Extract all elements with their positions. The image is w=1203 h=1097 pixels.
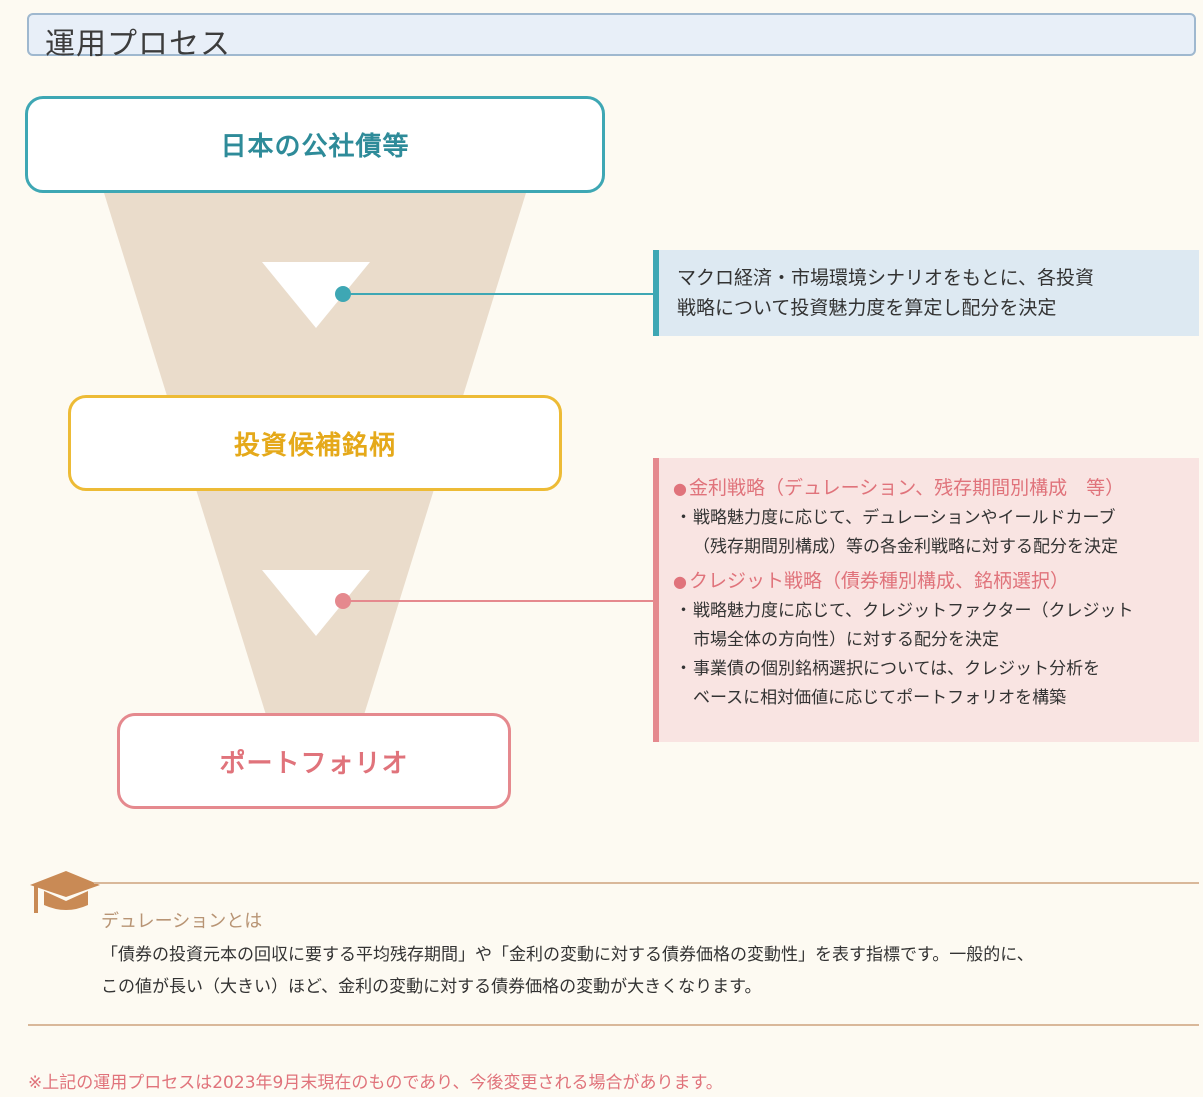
macro-scenario-note: マクロ経済・市場環境シナリオをもとに、各投資 戦略について投資魅力度を算定し配分…: [653, 250, 1199, 336]
bullet-dot-icon: ●: [673, 572, 687, 591]
connector-dot-teal: [335, 286, 351, 302]
note-line: マクロ経済・市場環境シナリオをもとに、各投資: [677, 267, 1095, 289]
note-line: 戦略について投資魅力度を算定し配分を決定: [677, 297, 1057, 319]
footnote: ※上記の運用プロセスは2023年9月末現在のものであり、今後変更される場合があり…: [28, 1073, 723, 1093]
bullet-continuation: ベースに相対価値に応じてポートフォリオを構築: [693, 688, 1067, 708]
bullet-mark: ・: [675, 508, 692, 528]
divider: [94, 882, 1199, 884]
bullet-mark: ・: [675, 659, 692, 679]
stage-box-candidates: 投資候補銘柄: [68, 395, 562, 491]
credit-strategy-title: ●クレジット戦略（債券種別構成、銘柄選択）: [673, 570, 1069, 592]
credit-strategy-bullet: ・戦略魅力度に応じて、クレジットファクター（クレジット: [673, 597, 1199, 626]
glossary-body: 「債券の投資元本の回収に要する平均残存期間」や「金利の変動に対する債券価格の変動…: [101, 939, 1034, 1003]
graduation-cap-icon: [30, 871, 100, 913]
section-header: 運用プロセス: [27, 13, 1196, 62]
bullet-dot-icon: ●: [673, 479, 687, 498]
bullet-continuation: （残存期間別構成）等の各金利戦略に対する配分を決定: [693, 537, 1118, 557]
stage-label: 日本の公社債等: [220, 132, 410, 162]
stage-box-portfolio: ポートフォリオ: [117, 713, 511, 809]
glossary-line: この値が長い（大きい）ほど、金利の変動に対する債券価格の変動が大きくなります。: [101, 977, 762, 997]
bullet-continuation: 市場全体の方向性）に対する配分を決定: [693, 630, 999, 650]
glossary-line: 「債券の投資元本の回収に要する平均残存期間」や「金利の変動に対する債券価格の変動…: [101, 945, 1034, 965]
stage-box-bonds: 日本の公社債等: [25, 96, 605, 193]
glossary-title: デュレーションとは: [101, 911, 263, 932]
connector-dot-pink: [335, 593, 351, 609]
stage-label: ポートフォリオ: [219, 748, 409, 779]
rate-strategy-bullet: ・戦略魅力度に応じて、デュレーションやイールドカーブ: [673, 504, 1199, 533]
arrow-down-icon: [262, 570, 370, 636]
stage-label: 投資候補銘柄: [233, 430, 396, 461]
strategy-note: ●金利戦略（デュレーション、残存期間別構成 等） ・戦略魅力度に応じて、デュレー…: [653, 458, 1199, 742]
divider: [28, 1024, 1199, 1026]
section-title: 運用プロセス: [45, 27, 231, 62]
credit-strategy-bullet: ・事業債の個別銘柄選択については、クレジット分析を: [673, 655, 1199, 684]
bullet-mark: ・: [675, 601, 692, 621]
rate-strategy-title: ●金利戦略（デュレーション、残存期間別構成 等）: [673, 477, 1125, 499]
arrow-down-icon: [262, 262, 370, 328]
